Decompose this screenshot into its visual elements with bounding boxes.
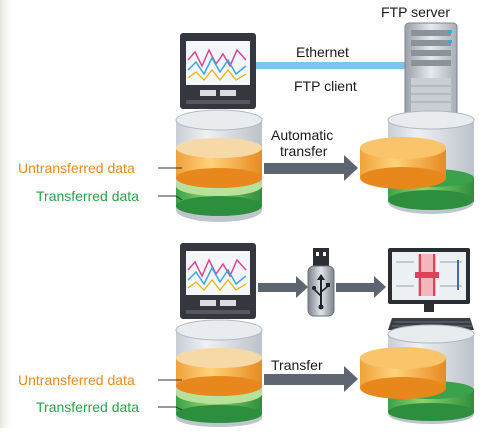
usb-symbol-icon (312, 274, 330, 310)
transfer-arrow (264, 366, 358, 392)
leader-transferred-top (158, 195, 183, 201)
ftp-server-label: FTP server (381, 4, 450, 20)
background-strip (0, 0, 14, 428)
automatic-transfer-label-line1: Automatic (271, 127, 334, 143)
server-icon (404, 22, 458, 122)
recorder-icon (180, 243, 256, 319)
transferred-orange-disk (360, 347, 446, 399)
to-pc-arrow (336, 276, 386, 298)
to-usb-arrow (258, 276, 308, 298)
untransferred-data-label: Untransferred data (18, 160, 135, 176)
usb-drive-icon (307, 248, 335, 317)
automatic-transfer-arrow (264, 155, 358, 181)
recorder-storage-cylinder (175, 319, 263, 427)
transferred-orange-disk (360, 137, 446, 189)
untransferred-data-label: Untransferred data (18, 372, 135, 388)
recorder-icon (180, 33, 256, 109)
transfer-label: Transfer (271, 357, 323, 373)
transferred-data-label: Transferred data (36, 399, 139, 415)
ethernet-label: Ethernet (296, 44, 349, 60)
pc-monitor-icon (388, 248, 470, 312)
recorder-storage-cylinder (175, 109, 263, 222)
ethernet-link (255, 62, 417, 69)
transferred-data-label: Transferred data (36, 188, 139, 204)
leader-transferred-bottom (158, 406, 183, 411)
automatic-transfer-label-line2: transfer (280, 143, 328, 159)
ftp-client-label: FTP client (294, 78, 357, 94)
